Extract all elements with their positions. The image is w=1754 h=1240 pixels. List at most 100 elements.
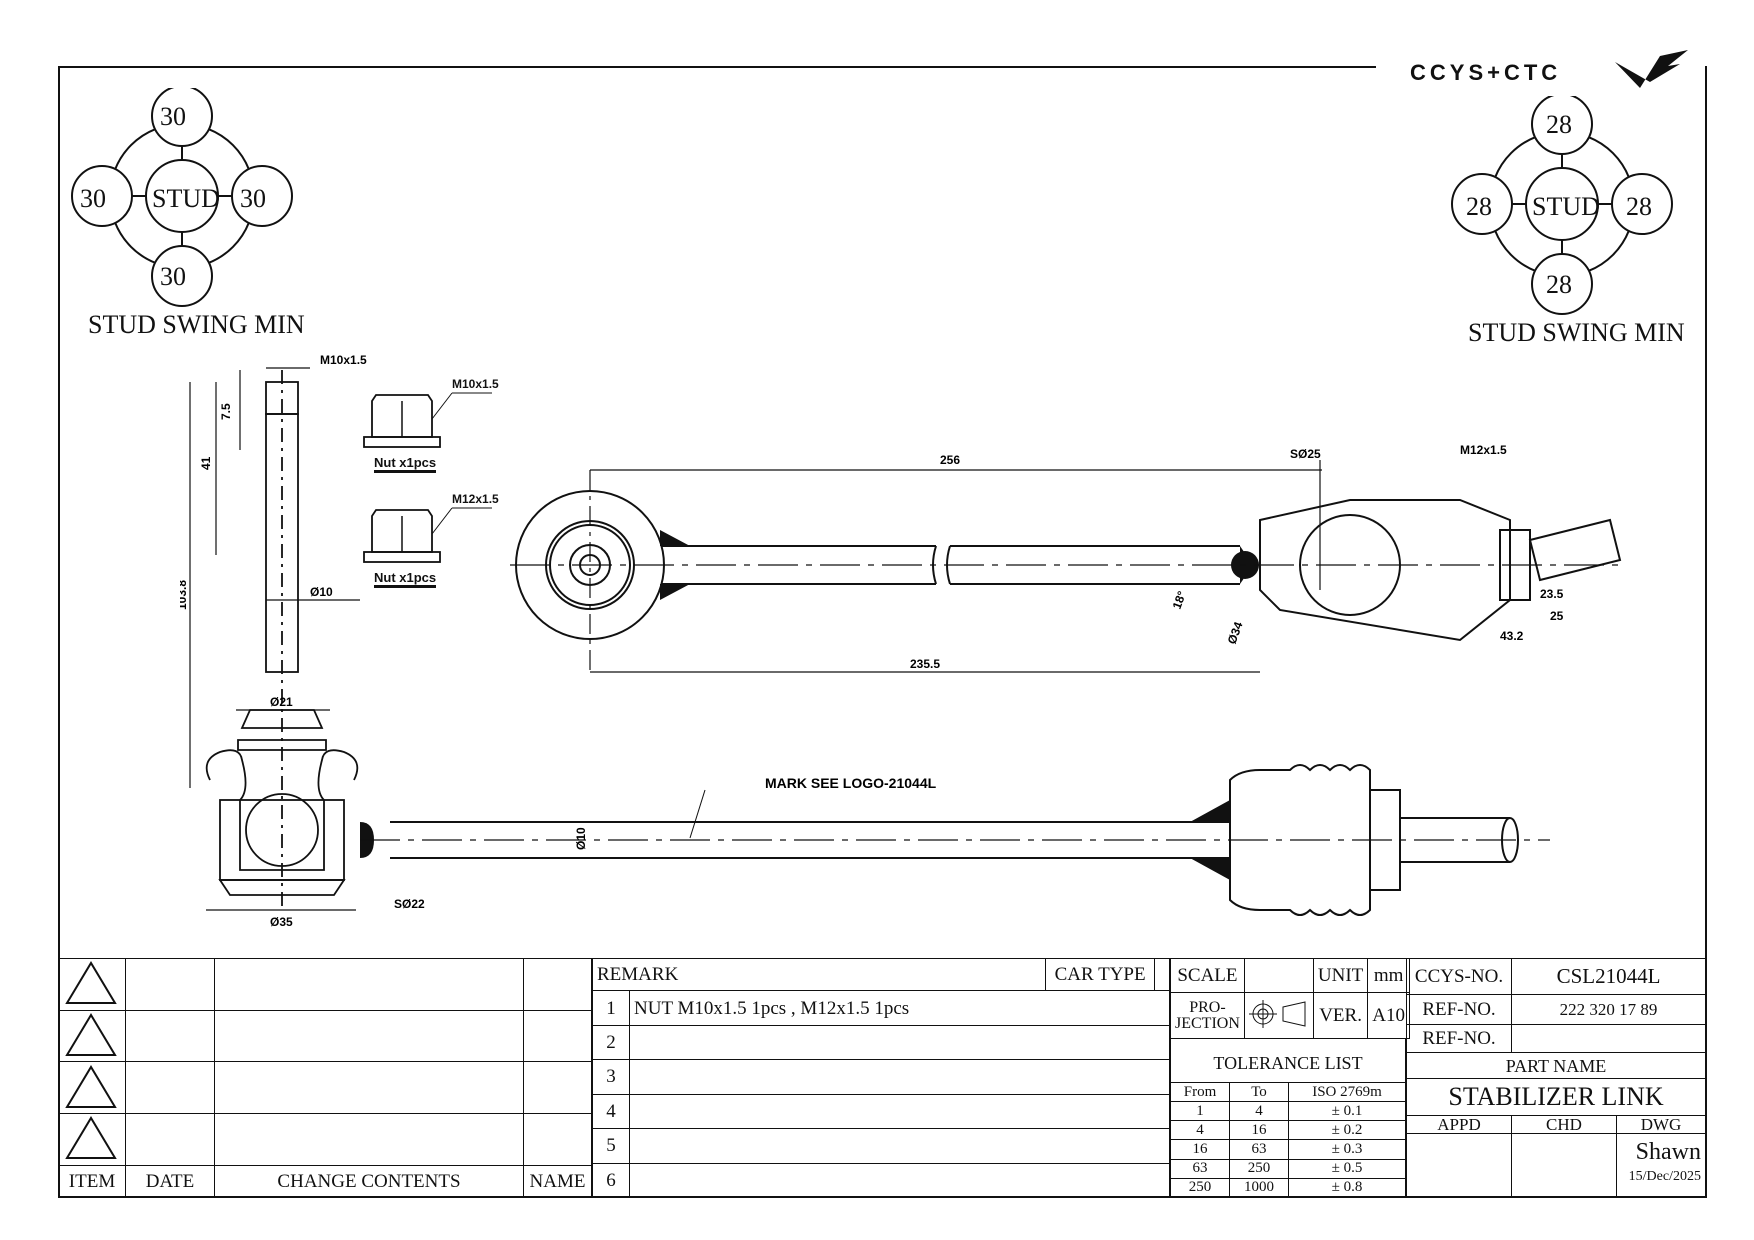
car-type-label: CAR TYPE	[1045, 957, 1156, 992]
swing-right-value: 28	[1626, 192, 1652, 221]
remark-text	[629, 1162, 1170, 1199]
sphere-dia: SØ22	[394, 897, 425, 911]
scale-label: SCALE	[1170, 958, 1245, 993]
remark-text	[629, 1093, 1170, 1130]
nut-icon	[363, 507, 492, 563]
swing-center-label: STUD	[1532, 192, 1600, 221]
remark-no: 4	[592, 1093, 630, 1130]
ref-no2-label: REF-NO.	[1406, 1024, 1512, 1054]
dim-dia-35: Ø35	[270, 915, 293, 929]
remark-no: 6	[592, 1162, 630, 1199]
remark-no: 3	[592, 1059, 630, 1095]
dim-25: 25	[1550, 609, 1564, 623]
stud-swing-left: STUD 30 30 30 30 STUD SWING MIN	[70, 85, 310, 339]
dim-dia-34: Ø34	[1225, 620, 1246, 646]
top-view-drawing: 256 235.5 SØ25 M12x1.5 18° Ø34 23.5 25 4…	[510, 443, 1622, 673]
angle-18: 18°	[1170, 589, 1189, 611]
remark-text	[629, 1024, 1170, 1061]
dim-dia-10: Ø10	[310, 585, 333, 599]
thread-label: M12x1.5	[1460, 443, 1507, 457]
tol-header-from: From	[1170, 1081, 1230, 1103]
revision-triangle	[58, 1061, 126, 1114]
nut-item: M10x1.5 Nut x1pcs	[362, 377, 512, 475]
tol-value: ± 0.2	[1288, 1120, 1406, 1141]
swing-bottom-value: 28	[1546, 270, 1572, 299]
revision-triangle	[58, 958, 126, 1011]
nut-label: Nut x1pcs	[374, 570, 437, 588]
part-name-label: PART NAME	[1406, 1052, 1706, 1080]
dim-7-5: 7.5	[219, 403, 233, 420]
mark-note: MARK SEE LOGO-21044L	[765, 775, 937, 791]
ccys-no-value: CSL21044L	[1511, 957, 1706, 996]
projection-symbol-icon	[1243, 992, 1314, 1039]
stud-swing-diagram	[1451, 93, 1673, 315]
projection-label-line1: PRO-	[1189, 999, 1226, 1017]
stud-swing-right: STUD 28 28 28 28 STUD SWING MIN	[1450, 93, 1690, 347]
nut-thread: M12x1.5	[452, 492, 499, 506]
ver-label: VER.	[1312, 992, 1369, 1039]
dim-41: 41	[199, 456, 213, 470]
chd-label: CHD	[1511, 1114, 1617, 1134]
spec-table: SCALE UNIT mm PRO-JECTION VER. A10	[1170, 958, 1411, 1039]
stud-thread-label: M10x1.5	[320, 353, 367, 367]
logo-text: CCYS+CTC	[1410, 60, 1562, 85]
swing-top-value: 30	[160, 102, 186, 131]
remark-no: 2	[592, 1024, 630, 1061]
remark-no: 5	[592, 1128, 630, 1164]
part-name-value: STABILIZER LINK	[1406, 1078, 1706, 1116]
revision-triangle	[58, 1009, 126, 1063]
nut-label: Nut x1pcs	[374, 455, 437, 473]
dim-103-8: 103.8	[180, 580, 189, 610]
dim-43-2: 43.2	[1500, 629, 1524, 643]
dim-23-5: 23.5	[1540, 587, 1564, 601]
swing-caption: STUD SWING MIN	[1468, 318, 1685, 347]
ref-no-label: REF-NO.	[1406, 994, 1512, 1026]
nut-thread: M10x1.5	[452, 377, 499, 391]
unit-value: mm	[1367, 958, 1411, 993]
tolerance-title: TOLERANCE LIST	[1213, 1053, 1363, 1073]
remark-text	[629, 1128, 1170, 1164]
tol-header-to: To	[1229, 1081, 1289, 1103]
tol-to: 16	[1229, 1120, 1289, 1141]
tol-value: ± 0.3	[1288, 1139, 1406, 1160]
projection-label: PRO-JECTION	[1170, 992, 1245, 1039]
ccys-no-label: CCYS-NO.	[1406, 957, 1512, 996]
tol-value: ± 0.1	[1288, 1101, 1406, 1122]
swing-top-value: 28	[1546, 110, 1572, 139]
scale-value	[1243, 958, 1314, 993]
nut-item: M12x1.5 Nut x1pcs	[362, 492, 512, 590]
chd-signature	[1511, 1132, 1617, 1199]
title-block: CCYS-NO. CSL21044L REF-NO. 222 320 17 89…	[1406, 957, 1706, 1199]
side-view-drawing: MARK SEE LOGO-21044L Ø10	[360, 764, 1550, 916]
tol-from: 250	[1170, 1177, 1230, 1199]
ref-no-value: 222 320 17 89	[1511, 994, 1706, 1026]
nut-icon	[363, 392, 492, 448]
unit-label: UNIT	[1312, 958, 1369, 993]
header-item: ITEM	[58, 1164, 126, 1199]
stud-view-drawing: M10x1.5 7.5 41 103.8 Ø10 Ø21 Ø35 SØ22	[180, 353, 425, 929]
tol-to: 63	[1229, 1139, 1289, 1160]
header-change-contents: CHANGE CONTENTS	[214, 1164, 524, 1199]
tol-to: 250	[1229, 1158, 1289, 1179]
swing-bottom-value: 30	[160, 262, 186, 291]
appd-label: APPD	[1406, 1114, 1512, 1134]
logo-mark-icon	[1615, 50, 1688, 88]
brand-logo: CCYS+CTC	[1410, 48, 1690, 98]
swing-caption: STUD SWING MIN	[88, 310, 305, 339]
appd-signature	[1406, 1132, 1512, 1199]
sphere-dia: SØ25	[1290, 447, 1321, 461]
remark-label: REMARK	[591, 957, 1047, 992]
tol-header-iso: ISO 2769m	[1288, 1081, 1406, 1103]
tol-from: 4	[1170, 1120, 1230, 1141]
swing-left-value: 30	[80, 184, 106, 213]
dim-256: 256	[940, 453, 960, 467]
tol-from: 16	[1170, 1139, 1230, 1160]
remark-no: 1	[592, 990, 630, 1026]
dwg-signature: Shawn 15/Dec/2025	[1616, 1132, 1706, 1199]
remark-text: NUT M10x1.5 1pcs , M12x1.5 1pcs	[629, 990, 1170, 1026]
dim-235-5: 235.5	[910, 657, 940, 671]
frame-top-line	[58, 66, 1376, 68]
revision-triangle	[58, 1112, 126, 1166]
